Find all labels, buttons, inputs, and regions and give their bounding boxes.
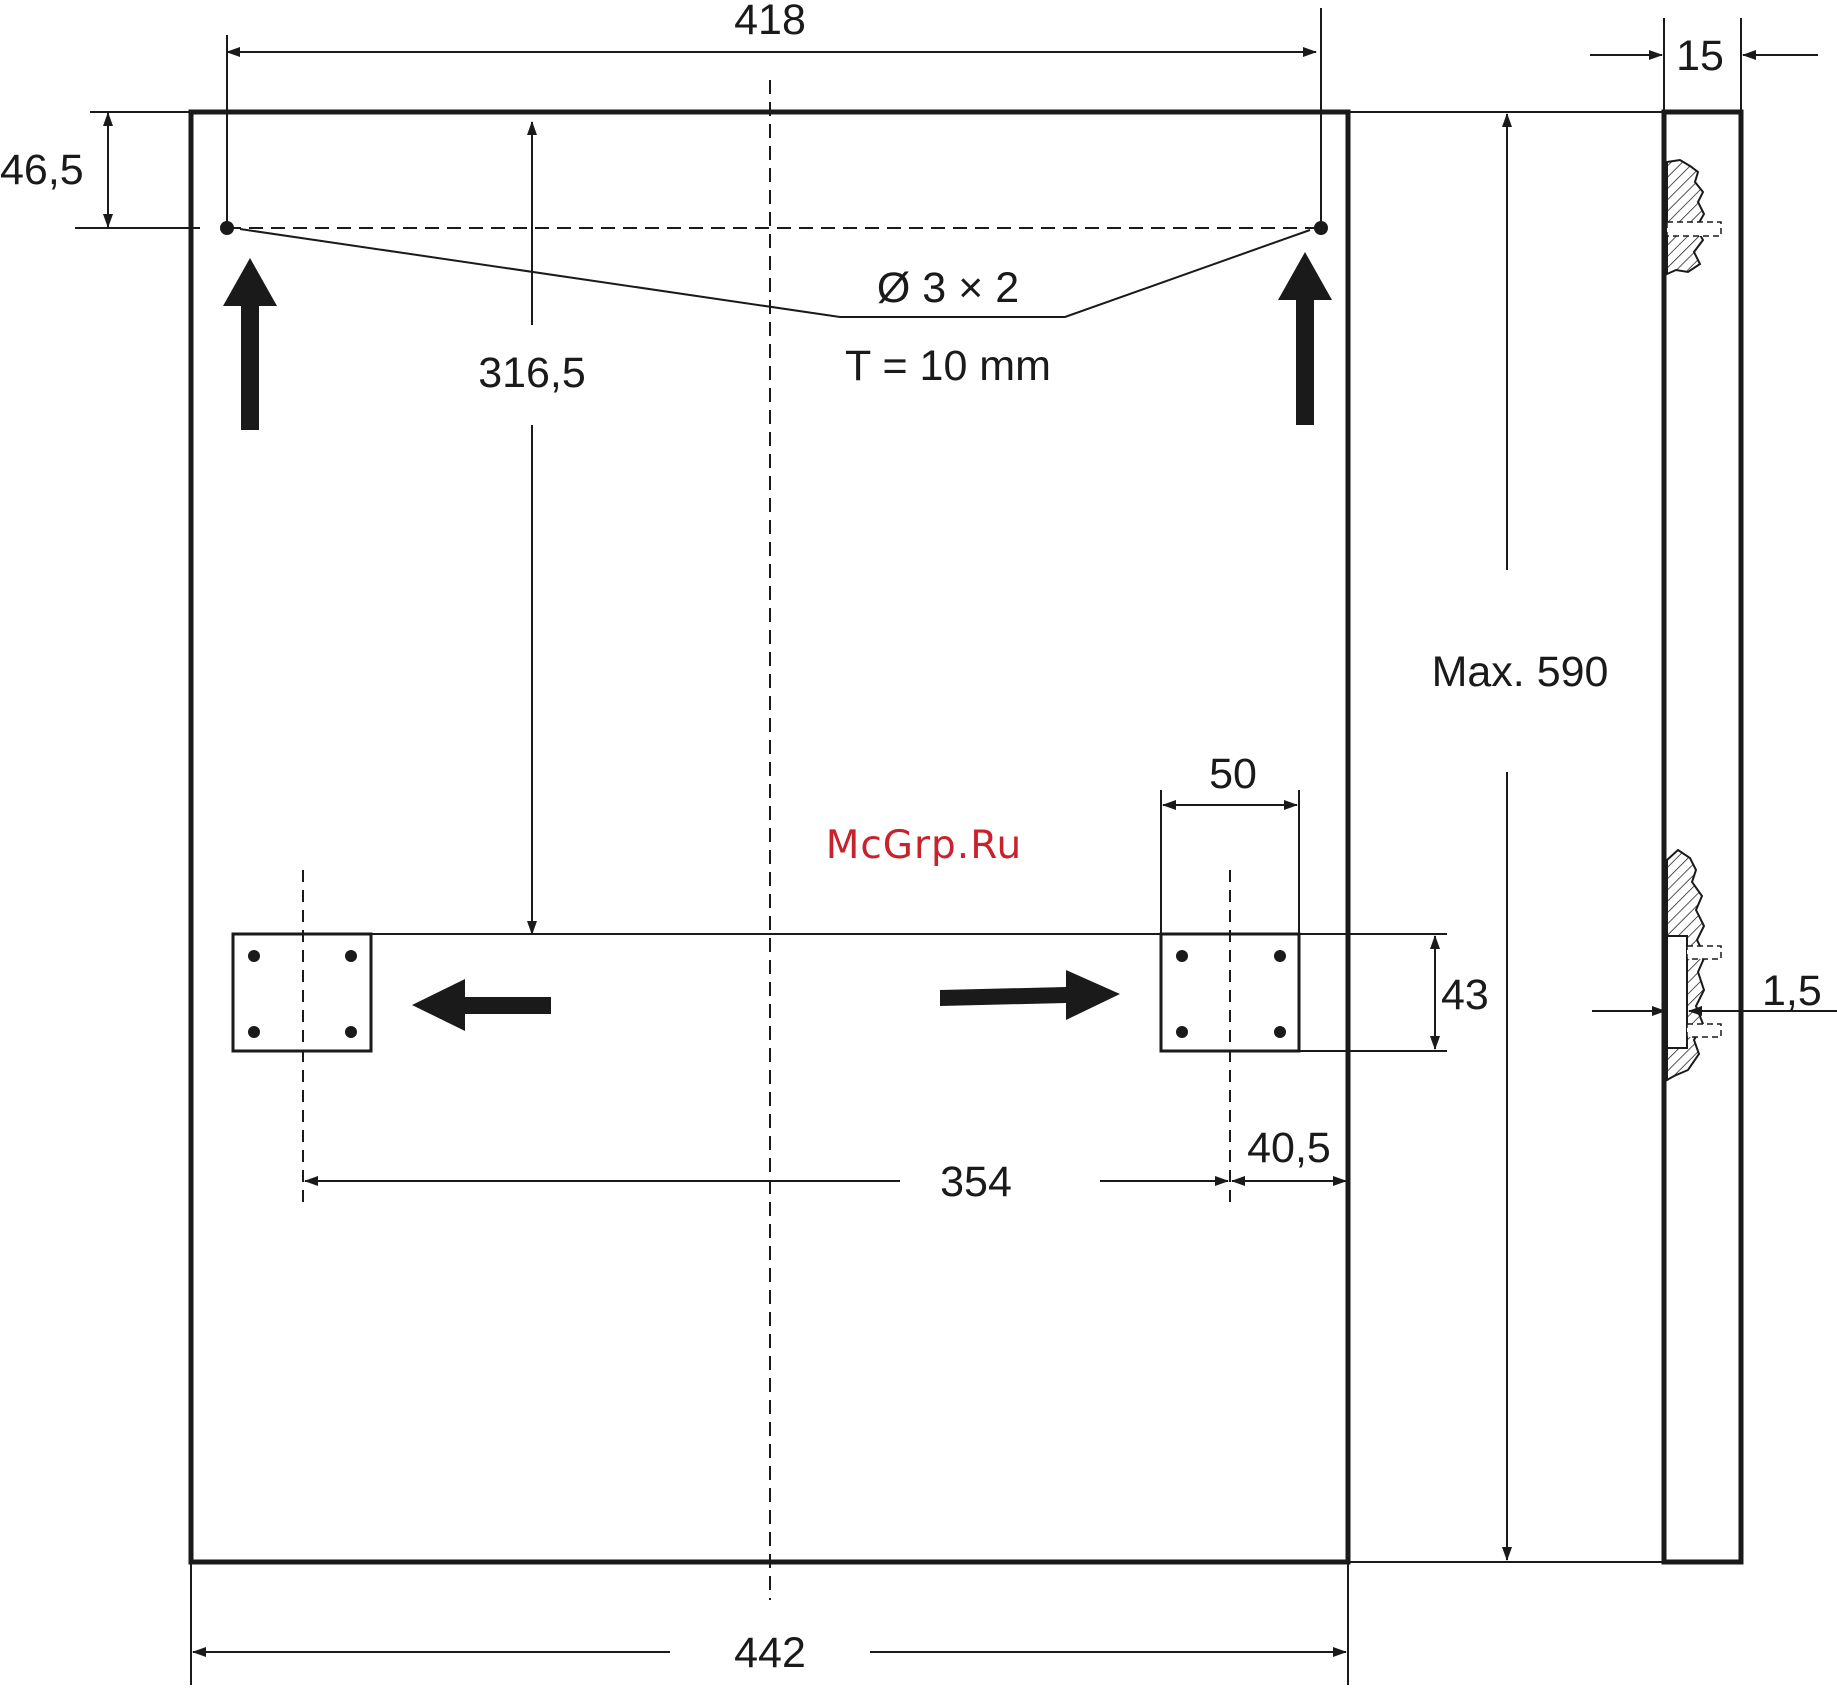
bracket-spacing-label: 354: [940, 1158, 1012, 1206]
recess-depth-label: 1,5: [1762, 967, 1822, 1015]
hole-depth-label: 316,5: [478, 349, 586, 397]
edge-offset-label: 40,5: [1247, 1124, 1331, 1172]
hole-spec-label: Ø 3 × 2: [877, 264, 1019, 312]
dimension-top-offset: 46,5: [0, 112, 200, 228]
top-offset-label: 46,5: [0, 146, 84, 194]
hole-left: [220, 221, 234, 235]
bracket-width-label: 50: [1209, 750, 1257, 798]
dimension-max-height: Max. 590: [1348, 112, 1664, 1562]
dimension-bracket-width: 50: [1161, 750, 1299, 934]
dimension-edge-offset: 40,5: [1232, 1124, 1346, 1181]
arrow-up-right-icon: [1278, 252, 1332, 425]
panel-width-label: 442: [734, 1629, 806, 1677]
dimension-bracket-spacing: 354: [305, 1158, 1228, 1206]
dimension-bracket-height: 43: [1435, 936, 1489, 1049]
thickness-note-label: T = 10 mm: [845, 342, 1051, 390]
max-height-label: Max. 590: [1432, 648, 1609, 696]
hole-spec-leader: [240, 229, 1310, 317]
watermark-label: McGrp.Ru: [826, 823, 1023, 868]
dimension-hole-depth: 316,5: [478, 122, 586, 934]
top-width-label: 418: [734, 0, 806, 44]
dimension-side-thickness: 15: [1590, 18, 1818, 112]
arrow-left-icon: [412, 979, 551, 1031]
hole-right: [1314, 221, 1328, 235]
bracket-left: [233, 870, 371, 1205]
arrow-right-icon: [940, 970, 1120, 1020]
bracket-height-label: 43: [1441, 971, 1489, 1019]
side-view: [1664, 112, 1741, 1562]
side-thickness-label: 15: [1676, 32, 1724, 80]
arrow-up-left-icon: [223, 258, 277, 430]
